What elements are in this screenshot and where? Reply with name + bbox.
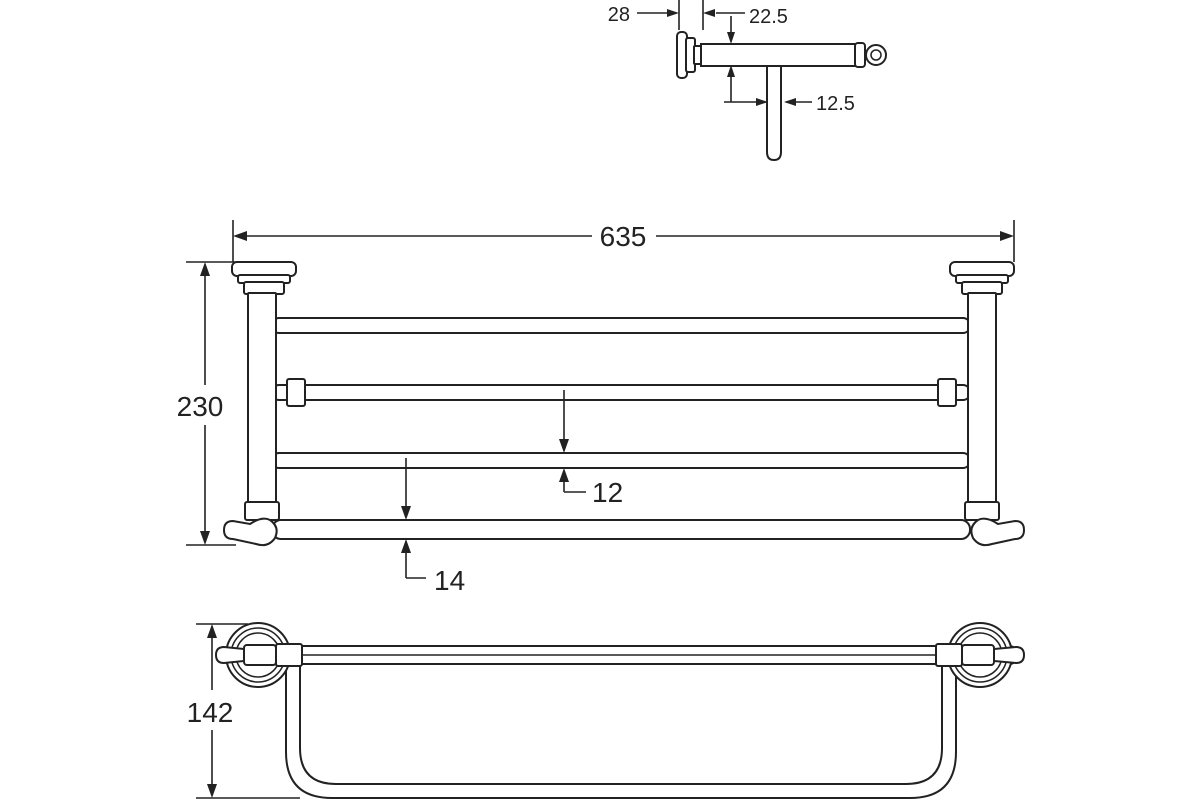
side-view: 28 22.5 12.5 bbox=[608, 0, 887, 162]
dim-28-label: 28 bbox=[608, 4, 630, 26]
dim-12-label: 12 bbox=[592, 477, 623, 508]
front-view: 635 230 12 bbox=[177, 220, 1026, 596]
dim-142-label: 142 bbox=[187, 697, 234, 728]
dim-12-5-label: 12.5 bbox=[816, 93, 855, 115]
dim-230-label: 230 bbox=[177, 391, 224, 422]
dim-635-label: 635 bbox=[600, 221, 647, 252]
dim-14-label: 14 bbox=[434, 565, 465, 596]
plan-view: 142 bbox=[187, 622, 1026, 799]
dim-22-5-label: 22.5 bbox=[749, 6, 788, 28]
